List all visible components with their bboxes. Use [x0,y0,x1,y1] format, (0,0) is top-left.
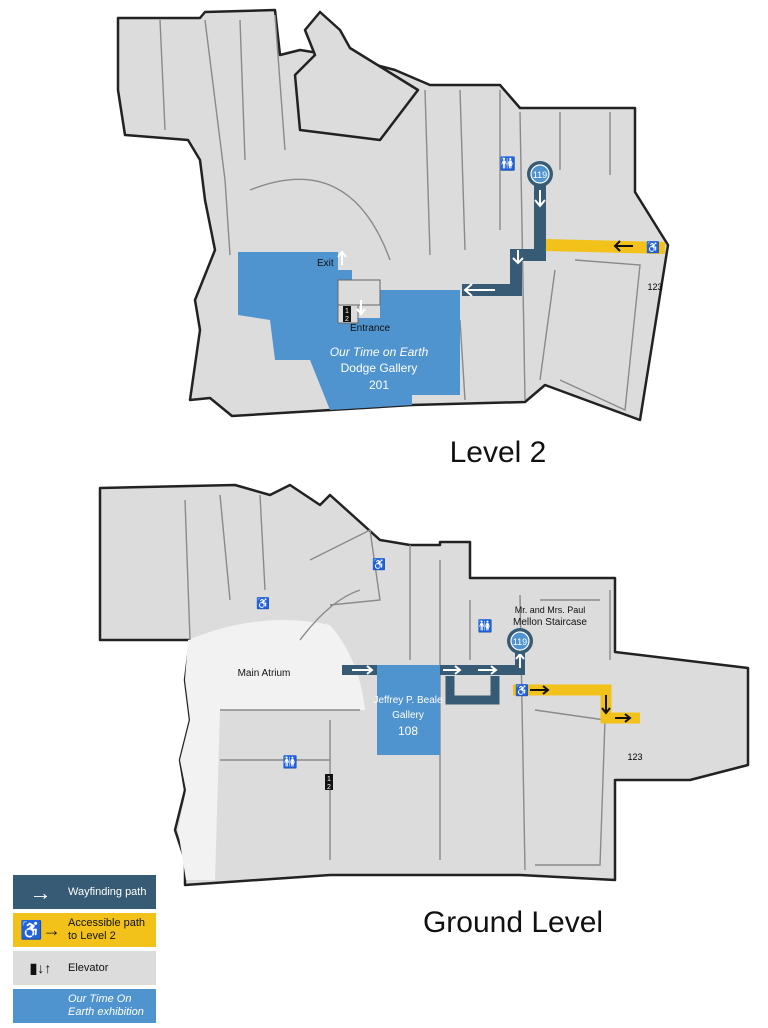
level-2-wing [293,10,420,142]
legend-elevator: ▮↓↑ Elevator [13,951,156,985]
gallery-name-1: Jeffrey P. Beale [373,695,443,706]
legend-exhibition: Our Time On Earth exhibition [13,989,156,1023]
restroom-icon: 🚻 [478,619,493,633]
gallery-number: 108 [398,724,418,738]
legend-wayfinding: → Wayfinding path [13,875,156,909]
svg-text:1: 1 [345,308,349,315]
level-2-title: Level 2 [450,436,547,469]
level-2-accessible-path [545,239,666,254]
svg-text:119: 119 [533,170,547,180]
wheelchair-icon: ♿ [515,684,529,697]
entrance-label: Entrance [350,323,390,334]
staircase-label-2: Mellon Staircase [513,617,587,628]
wheelchair-icon: ♿ [646,241,660,254]
level-2-plan: ♿ 119 🚻 Exit Entrance Our Time on Earth … [116,8,670,469]
wheelchair-icon: ♿ [372,558,386,571]
staircase-label-1: Mr. and Mrs. Paul [515,605,586,615]
beale-gallery-area [377,665,440,755]
exit-label: Exit [317,258,334,269]
legend-accessible: ♿→ Accessible path to Level 2 [13,913,156,947]
main-atrium-area [178,620,365,880]
arrow-right-icon: → [29,879,52,905]
ground-level-title: Ground Level [423,906,603,939]
restroom-icon: 🚻 [283,755,298,769]
gallery-name-2: Gallery [392,710,424,721]
svg-text:2: 2 [327,784,331,791]
elevator-icon: ▮↓↑ [29,959,52,976]
elevator-icon: 1 2 [343,306,351,323]
exhibit-title: Our Time on Earth [330,345,429,359]
gallery-name: Dodge Gallery [341,361,418,375]
gallery-number: 201 [369,378,389,392]
level-2-wayfinding-path [462,180,546,296]
ground-level-plan: ♿ ♿ ♿ 119 Mr. and Mrs. Paul Mellon Stair… [98,483,750,939]
main-atrium-label: Main Atrium [238,668,291,679]
wheelchair-icon: ♿ [256,597,270,610]
svg-text:1: 1 [327,776,331,783]
dodge-gallery-area [238,252,460,410]
svg-text:2: 2 [345,316,349,323]
elevator-right-label: 123 [647,282,662,292]
elevator-icon: 1 2 [325,774,333,791]
svg-text:119: 119 [513,637,527,647]
wheelchair-arrow-icon: ♿→ [20,919,61,940]
restroom-icon: 🚻 [500,156,516,171]
elevator-right-label: 123 [627,752,642,762]
